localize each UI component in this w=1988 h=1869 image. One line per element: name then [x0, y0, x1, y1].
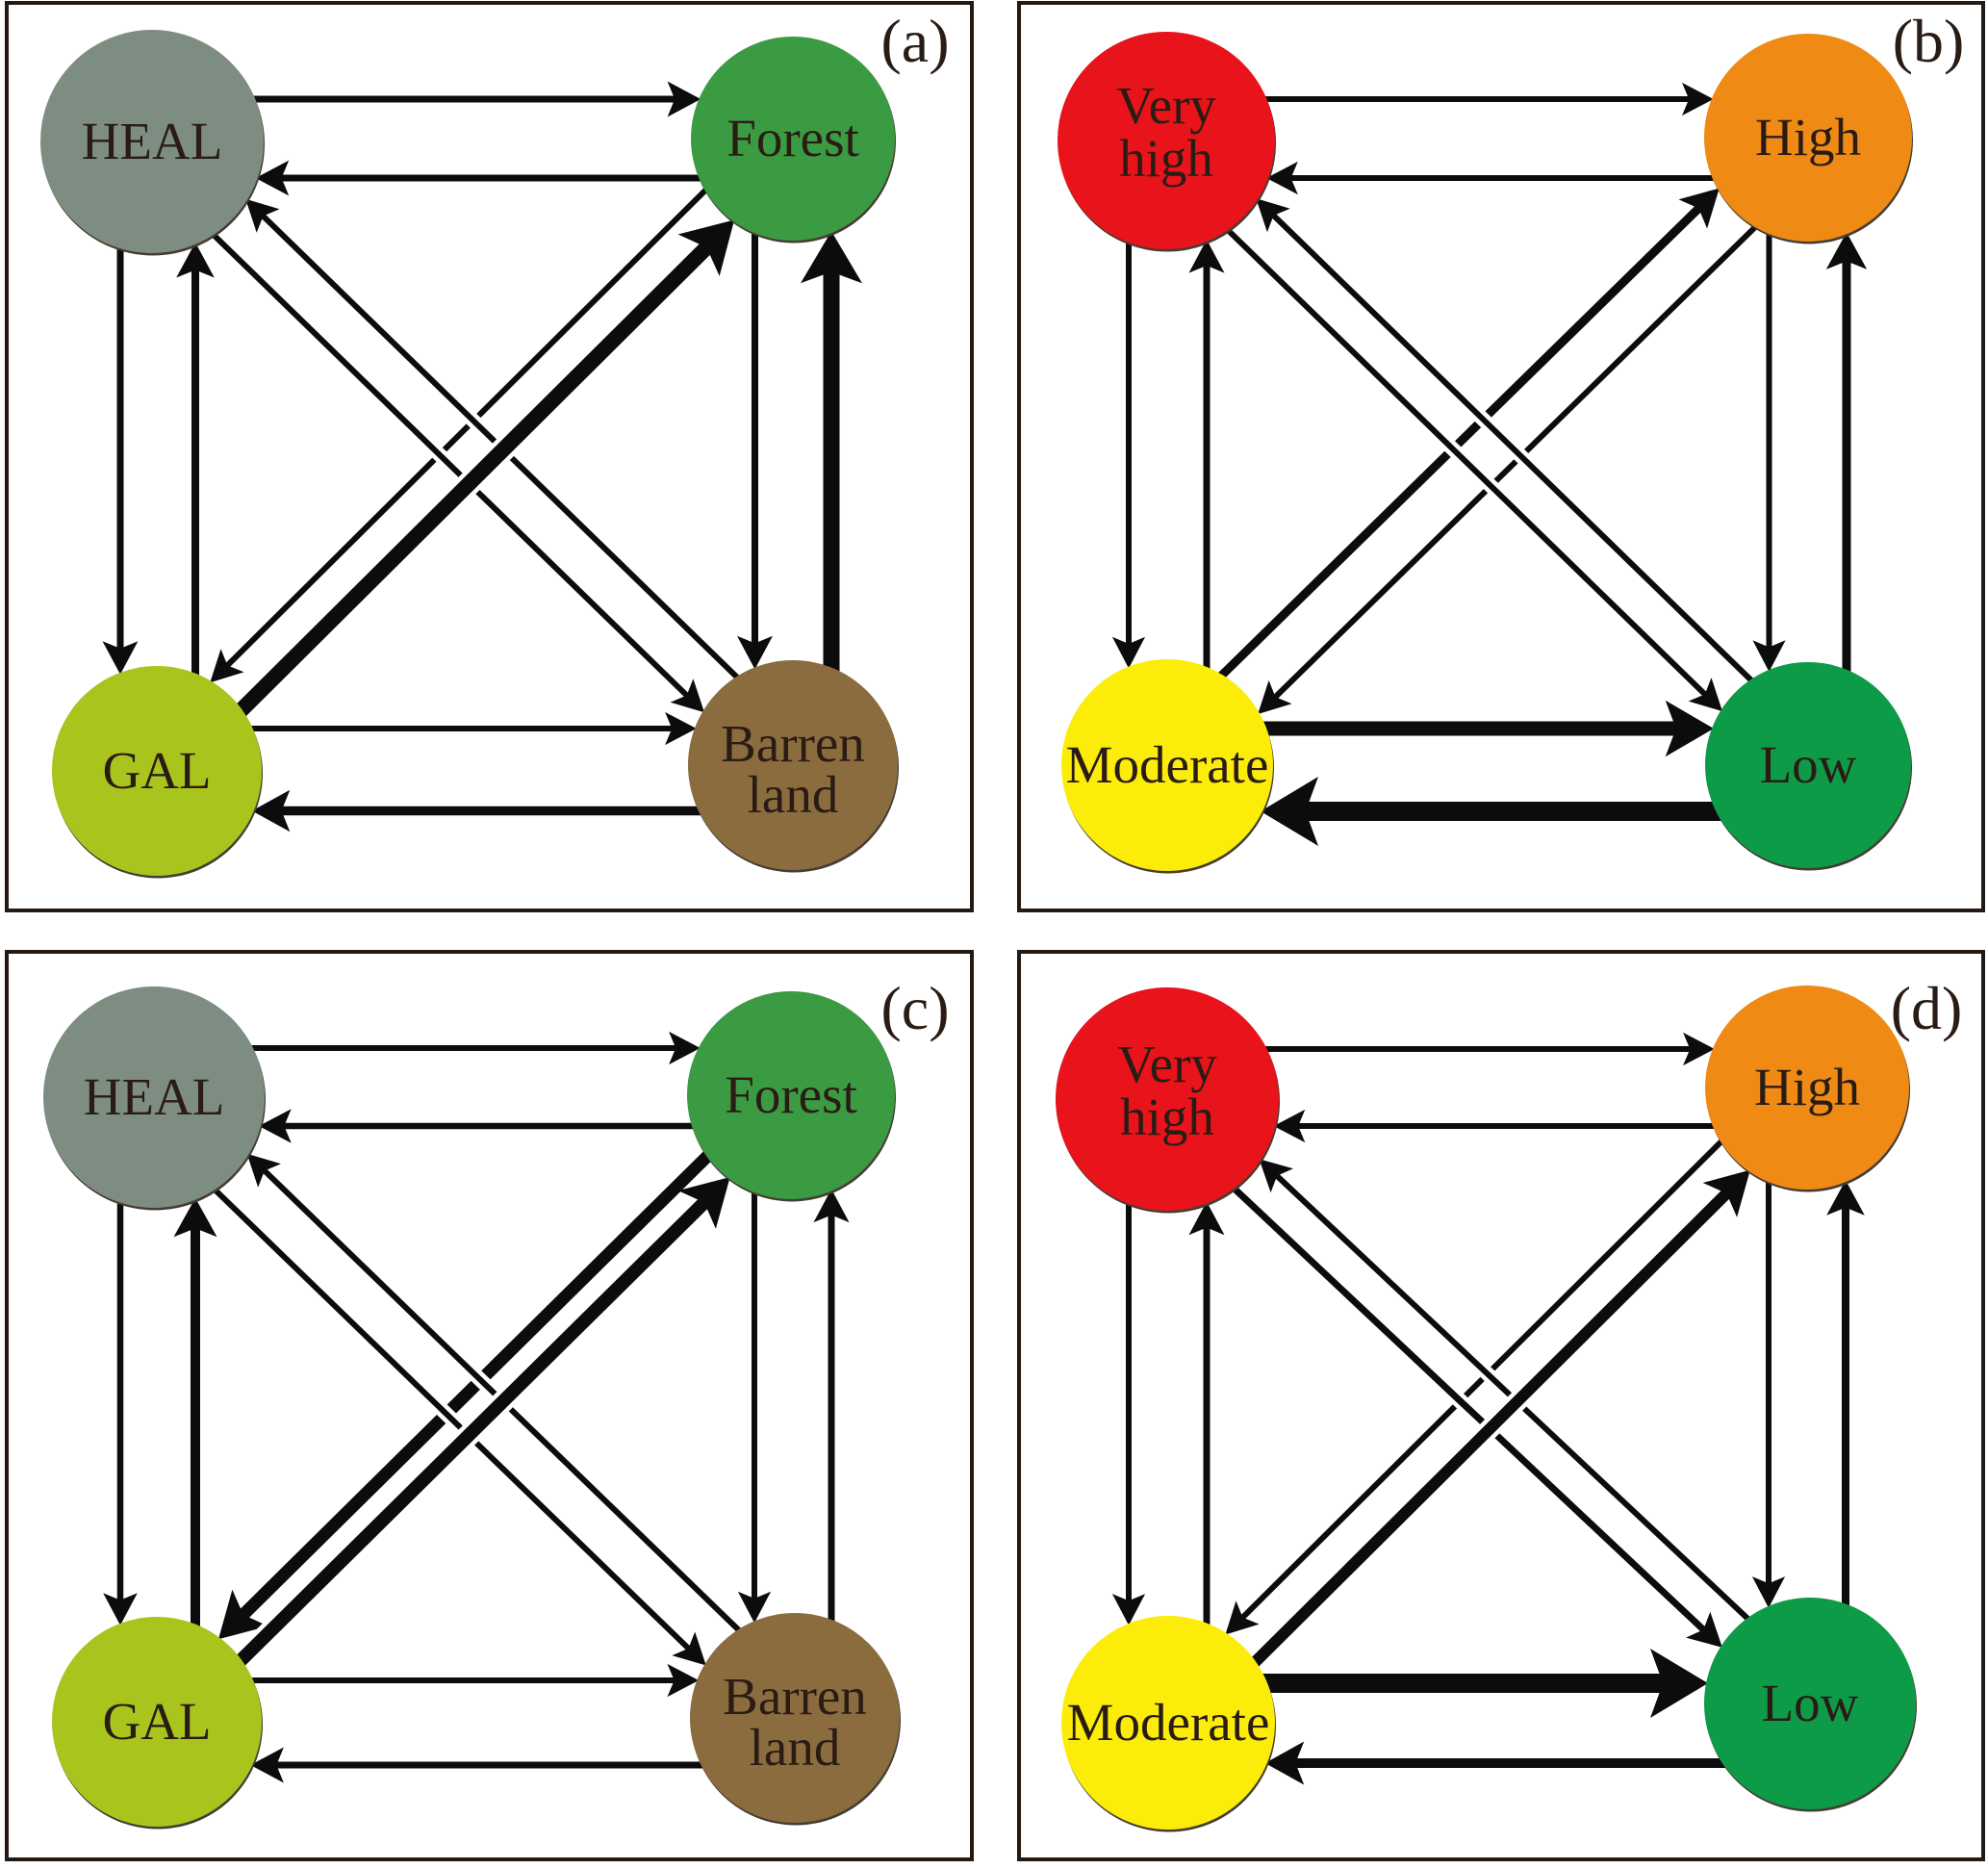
svg-text:Low: Low — [1760, 735, 1857, 794]
svg-text:HEAL: HEAL — [82, 112, 223, 170]
svg-text:Low: Low — [1762, 1674, 1859, 1732]
svg-text:Very: Very — [1117, 1035, 1217, 1093]
svg-text:Very: Very — [1116, 76, 1216, 135]
svg-text:GAL: GAL — [102, 741, 211, 800]
svg-text:(c): (c) — [880, 974, 949, 1042]
svg-text:High: High — [1754, 1058, 1860, 1116]
svg-text:(a): (a) — [880, 7, 949, 75]
svg-text:GAL: GAL — [102, 1692, 211, 1751]
svg-text:Forest: Forest — [726, 109, 859, 167]
svg-text:land: land — [748, 765, 839, 824]
svg-text:high: high — [1119, 129, 1213, 188]
svg-text:High: High — [1755, 108, 1861, 166]
svg-text:high: high — [1120, 1088, 1214, 1146]
svg-text:Barren: Barren — [721, 714, 865, 773]
svg-text:Barren: Barren — [723, 1667, 867, 1726]
svg-text:Moderate: Moderate — [1067, 1693, 1270, 1752]
svg-text:(d): (d) — [1891, 974, 1963, 1042]
svg-text:(b): (b) — [1893, 7, 1965, 75]
svg-text:land: land — [750, 1718, 841, 1777]
svg-text:Forest: Forest — [725, 1065, 857, 1124]
svg-text:HEAL: HEAL — [84, 1067, 225, 1126]
svg-text:Moderate: Moderate — [1066, 735, 1269, 794]
